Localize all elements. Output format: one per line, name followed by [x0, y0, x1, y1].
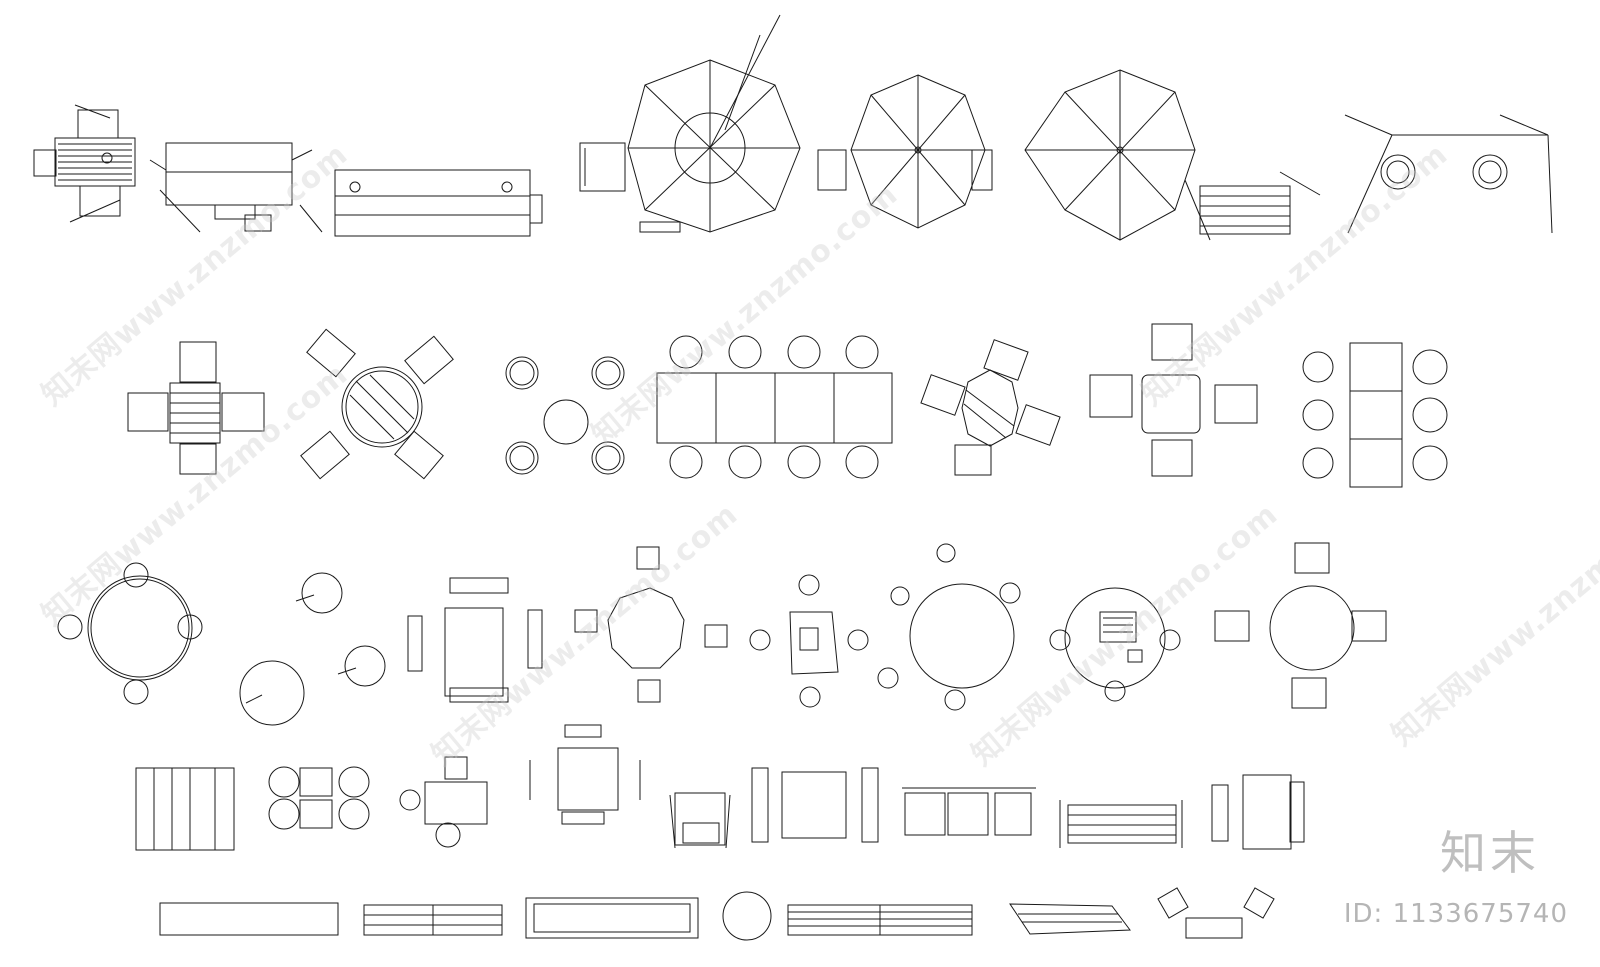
table-two-benches [407, 577, 543, 703]
bench-long [159, 902, 339, 936]
tray-table-four-stools [749, 574, 869, 708]
serving-counter [334, 169, 543, 237]
watermark-logo: 知末 [1440, 826, 1540, 880]
hammock-frames [1344, 114, 1553, 234]
umbrella-with-chairs [579, 14, 801, 233]
lounge-chair [669, 792, 731, 849]
round-table-four-stools [57, 562, 203, 705]
umbrella [1024, 69, 1196, 241]
grill-cart [149, 142, 323, 233]
long-table-eight-chairs [656, 335, 893, 479]
round-stool [722, 891, 772, 941]
three-armchairs [902, 787, 1036, 836]
watermark-id: ID: 1133675740 [1343, 899, 1568, 929]
square-table-four-armchairs [1089, 323, 1258, 477]
three-tables-six-chairs [1302, 342, 1448, 488]
round-table-five-stools [877, 543, 1021, 711]
table-two-benches [1211, 774, 1305, 850]
bench-log [787, 904, 973, 936]
picnic-bench [135, 767, 235, 851]
square-table-two-seats [529, 724, 641, 825]
deck-chair-set [33, 104, 136, 223]
round-table-with-grill [1049, 587, 1181, 702]
four-armchairs-two-tables [268, 766, 370, 830]
bench-slatted [363, 904, 503, 936]
three-bistro-tables [239, 572, 386, 726]
square-table-four-chairs [127, 341, 265, 475]
bench-with-chairs [1157, 887, 1275, 939]
round-table-four-lounge-chairs [300, 328, 454, 480]
octagon-table-four-cubes [574, 546, 728, 703]
round-table-four-stools [505, 356, 625, 475]
log-seat [1009, 903, 1131, 935]
planter-bench [525, 897, 699, 939]
umbrella [817, 74, 993, 229]
table-two-benches [751, 767, 879, 843]
bench-with-umbrella [1184, 171, 1321, 241]
octagon-table-four-chairs [920, 339, 1061, 476]
park-bench [1059, 800, 1183, 848]
round-table-four-chairs [1214, 542, 1387, 709]
small-table-chairs [399, 756, 488, 848]
